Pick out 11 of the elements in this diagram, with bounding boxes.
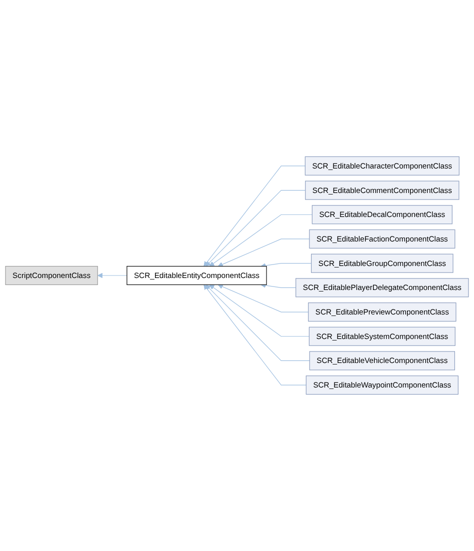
arrow	[206, 190, 306, 266]
arrow	[209, 284, 310, 337]
arrow	[260, 282, 296, 288]
arrow	[204, 166, 306, 266]
arrow	[260, 263, 312, 268]
arrow	[218, 284, 309, 312]
arrow	[218, 238, 310, 267]
arrow	[97, 272, 128, 278]
arrow	[206, 284, 310, 362]
arrow	[209, 214, 312, 266]
arrow	[204, 284, 306, 386]
